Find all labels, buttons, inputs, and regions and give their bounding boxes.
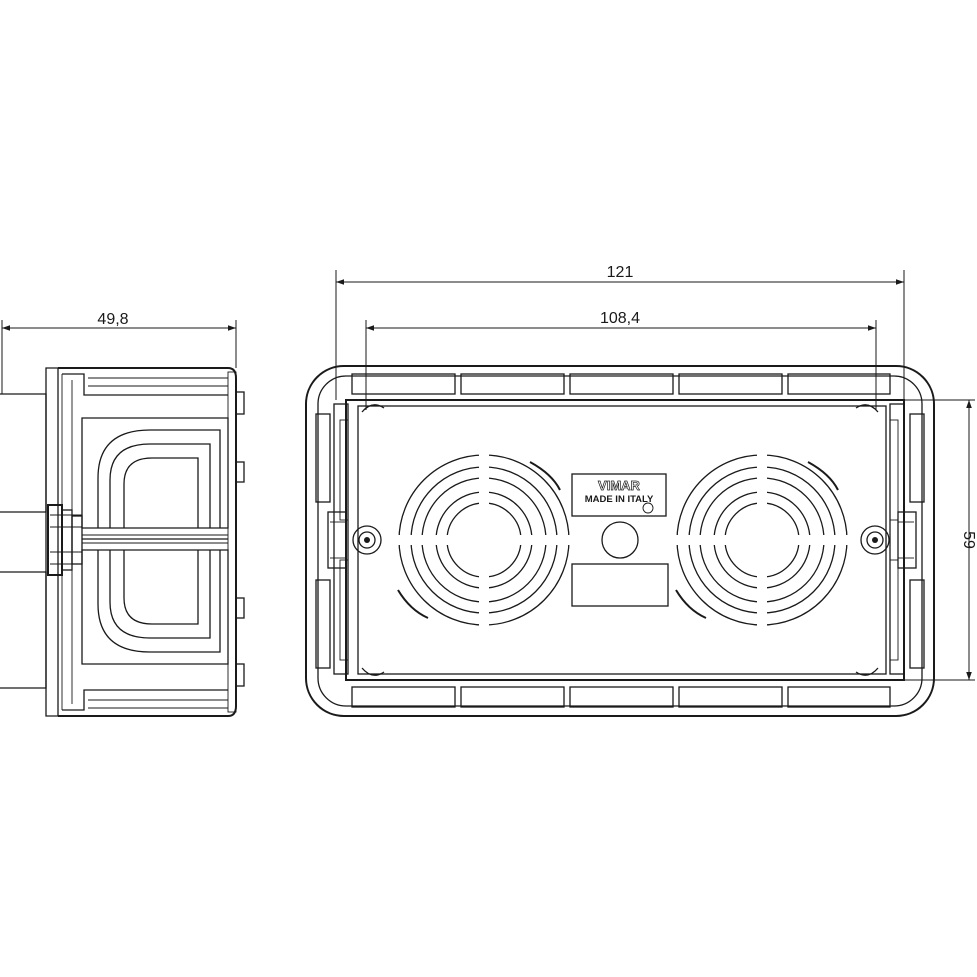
top-slot-row: [351, 373, 891, 395]
origin-label: MADE IN ITALY: [585, 494, 654, 505]
front-view: VIMAR MADE IN ITALY: [305, 365, 935, 717]
overall-width-dimension: 121: [335, 264, 905, 400]
right-clip: [889, 403, 917, 675]
screw-center-dimension: 108,4: [365, 310, 877, 410]
bottom-slot-row: [351, 686, 891, 708]
side-view: [0, 367, 245, 717]
inner-height-dimension: 59: [904, 399, 977, 681]
left-clip: [327, 403, 349, 675]
left-knockout-icon: [394, 450, 574, 630]
brand-logo: VIMAR: [598, 478, 641, 493]
label-area: [571, 563, 669, 607]
right-knockout-icon: [672, 450, 852, 630]
brand-label: VIMAR MADE IN ITALY: [571, 473, 667, 517]
center-hole: [601, 521, 639, 559]
screw-center-label: 108,4: [600, 310, 640, 327]
right-screw-icon: [860, 525, 890, 555]
inner-height-label: 59: [960, 531, 977, 549]
depth-dimension-label: 49,8: [97, 311, 128, 328]
left-screw-icon: [352, 525, 382, 555]
overall-width-label: 121: [607, 264, 634, 281]
depth-dimension: 49,8: [1, 311, 237, 394]
